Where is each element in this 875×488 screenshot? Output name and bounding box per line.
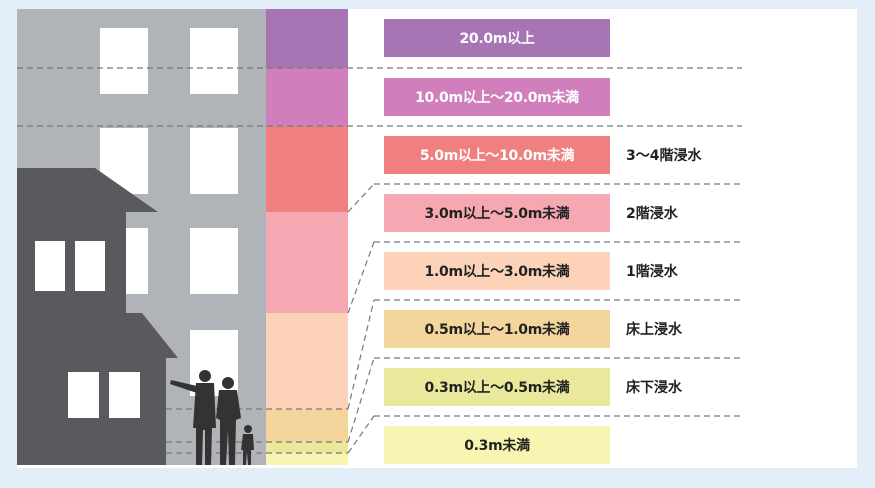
window [68,372,99,418]
floor-label-1f: 1階浸水 [626,264,678,280]
level-label-0-3-0-5m: 0.3m以上〜0.5m未満 [384,368,610,406]
floor-label-below-floor: 床下浸水 [626,380,682,396]
depth-bands [266,9,348,465]
depth-band-20m-plus [266,9,348,68]
house-windows [35,241,140,418]
window [126,228,148,294]
level-label-under-0-3m: 0.3m未満 [384,426,610,464]
level-label-0-5-1m: 0.5m以上〜1.0m未満 [384,310,610,348]
window [35,241,65,291]
depth-band-1-3m [266,313,348,409]
window [190,128,238,194]
floor-label-2f: 2階浸水 [626,206,678,222]
level-dashed-lines [17,67,742,454]
level-label-3-5m: 3.0m以上〜5.0m未満 [384,194,610,232]
depth-band-under-0-3m [266,453,348,465]
family-silhouette-icon [170,370,254,465]
window [109,372,140,418]
level-label-1-3m: 1.0m以上〜3.0m未満 [384,252,610,290]
depth-band-0-5-1m [266,409,348,442]
depth-band-0-3-0-5m [266,442,348,453]
depth-band-10-20m [266,68,348,126]
window [190,28,238,94]
level-label-5-10m: 5.0m以上〜10.0m未満 [384,136,610,174]
floor-label-above-floor: 床上浸水 [626,322,682,338]
window [100,28,148,94]
window [75,241,105,291]
window [190,228,238,294]
level-label-20m-plus: 20.0m以上 [384,19,610,57]
depth-band-3-5m [266,212,348,313]
depth-band-5-10m [266,126,348,212]
level-label-10-20m: 10.0m以上〜20.0m未満 [384,78,610,116]
floor-label-3-4f: 3〜4階浸水 [626,148,702,164]
